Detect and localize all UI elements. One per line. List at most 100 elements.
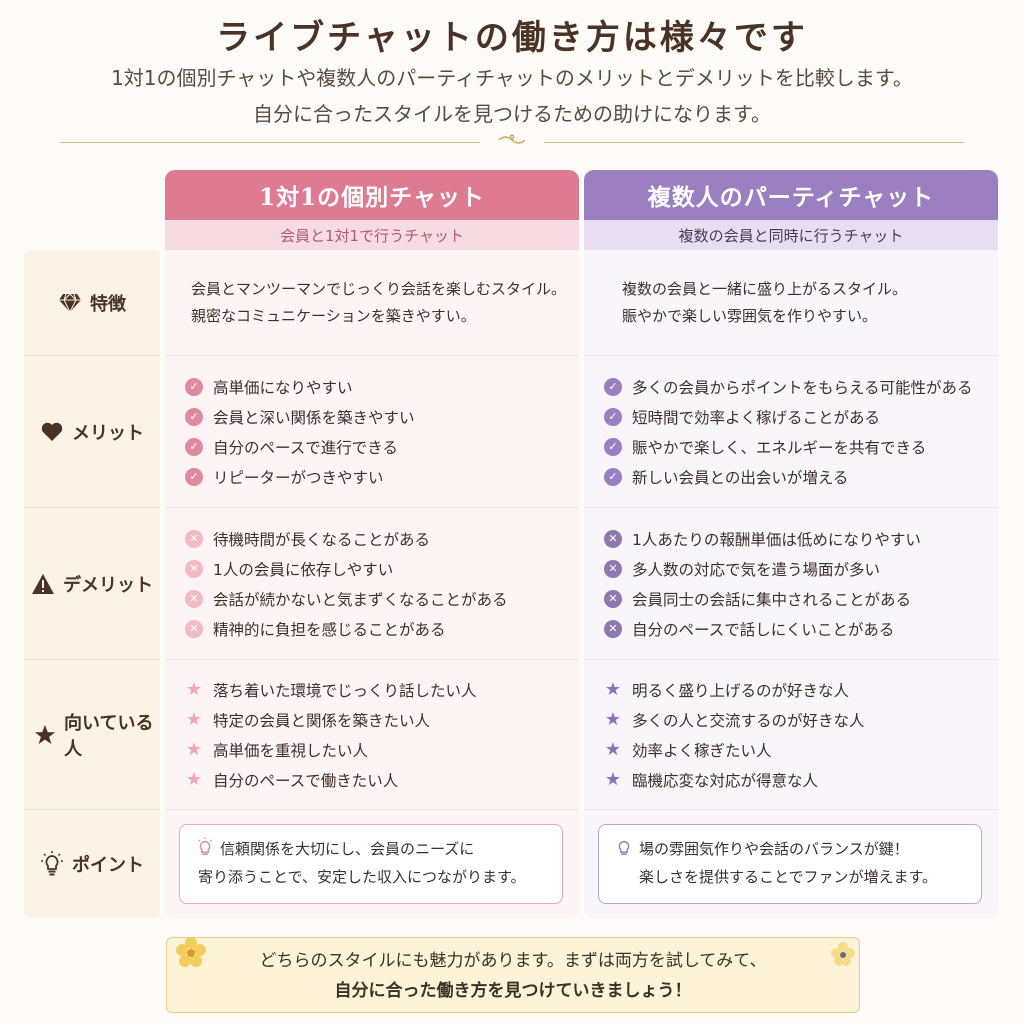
star-icon: ★ [185, 738, 203, 760]
individual-chat-column: 1対1の個別チャット 会員と1対1で行うチャット 会員とマンツーマンでじっくり会… [165, 170, 579, 918]
list-item: ★効率よく稼ぎたい人 [604, 738, 772, 760]
label-point: ポイント [24, 810, 160, 918]
list-item: ★臨機応変な対応が得意な人 [604, 768, 819, 790]
label-demerit: デメリット [24, 508, 160, 660]
list-item: ★落ち着いた環境でじっくり話したい人 [185, 678, 477, 700]
check-icon: ✓ [604, 377, 622, 396]
party-suitable-cell: ★明るく盛り上げるのが好きな人 ★多くの人と交流するのが好きな人 ★効率よく稼ぎ… [584, 660, 998, 810]
page-subtitle-line2: 自分に合ったスタイルを見つけるための助けになります。 [253, 102, 771, 126]
check-icon: ✓ [185, 437, 203, 456]
label-merit-text: メリット [72, 422, 144, 444]
list-item: ✕多人数の対応で気を遣う場面が多い [604, 554, 998, 584]
label-point-text: ポイント [72, 855, 144, 876]
footer-line1: どちらのスタイルにも魅力があります。まずは両方を試してみて、 [259, 951, 767, 971]
list-item: ✕会話が続かないと気まずくなることがある [185, 584, 579, 614]
footer-message-box: どちらのスタイルにも魅力があります。まずは両方を試してみて、 自分に合った働き方… [166, 937, 860, 1013]
row-labels-column: 特徴 メリット デメリット 向いている人 ポイント [24, 250, 160, 918]
individual-feature-line1: 会員とマンツーマンでじっくり会話を楽しむスタイル。 [191, 279, 567, 298]
cross-icon: ✕ [185, 619, 203, 638]
individual-chat-subtitle: 会員と1対1で行うチャット [165, 220, 579, 250]
cross-icon: ✕ [185, 529, 203, 548]
check-icon: ✓ [604, 467, 622, 486]
individual-point-line1: 信頼関係を大切にし、会員のニーズに [220, 840, 475, 858]
star-icon: ★ [604, 738, 622, 760]
party-point-line2: 楽しさを提供することでファンが増えます。 [639, 868, 938, 886]
party-chat-column: 複数人のパーティチャット 複数の会員と同時に行うチャット 複数の会員と一緒に盛り… [584, 170, 998, 918]
check-icon: ✓ [185, 467, 203, 486]
party-demerit-cell: ✕1人あたりの報酬単価は低めになりやすい ✕多人数の対応で気を遣う場面が多い ✕… [584, 508, 998, 660]
list-item: ★自分のペースで働きたい人 [185, 768, 399, 790]
check-icon: ✓ [604, 407, 622, 426]
diamond-icon [58, 291, 82, 315]
check-icon: ✓ [185, 407, 203, 426]
cross-icon: ✕ [185, 559, 203, 578]
list-item: ✕精神的に負担を感じることがある [185, 614, 579, 644]
star-icon: ★ [604, 678, 622, 700]
individual-point-line2: 寄り添うことで、安定した収入につながります。 [198, 868, 526, 886]
party-point-line1: 場の雰囲気作りや会話のバランスが鍵！ [639, 840, 909, 858]
cross-icon: ✕ [604, 619, 622, 638]
party-feature-cell: 複数の会員と一緒に盛り上がるスタイル。 賑やかで楽しい雰囲気を作りやすい。 [584, 250, 998, 356]
party-merit-cell: ✓多くの会員からポイントをもらえる可能性がある ✓短時間で効率よく稼げることがあ… [584, 356, 998, 508]
label-suitable-text: 向いている人 [64, 712, 154, 760]
list-item: ★明るく盛り上げるのが好きな人 [604, 678, 850, 700]
cross-icon: ✕ [604, 529, 622, 548]
lightbulb-icon [196, 837, 214, 868]
list-item: ✕待機時間が長くなることがある [185, 524, 579, 554]
list-item: ✓自分のペースで進行できる [185, 432, 579, 462]
list-item: ★高単価を重視したい人 [185, 738, 369, 760]
footer-line2: 自分に合った働き方を見つけていきましょう！ [334, 981, 692, 1001]
heart-icon [40, 420, 64, 444]
list-item: ✕1人の会員に依存しやすい [185, 554, 579, 584]
individual-feature-cell: 会員とマンツーマンでじっくり会話を楽しむスタイル。 親密なコミュニケーションを築… [165, 250, 579, 356]
individual-feature-line2: 親密なコミュニケーションを築きやすい。 [191, 306, 476, 325]
individual-suitable-cell: ★落ち着いた環境でじっくり話したい人 ★特定の会員と関係を築きたい人 ★高単価を… [165, 660, 579, 810]
star-icon: ★ [185, 768, 203, 790]
warning-icon [31, 572, 55, 596]
label-merit: メリット [24, 356, 160, 508]
party-feature-line1: 複数の会員と一緒に盛り上がるスタイル。 [622, 279, 908, 298]
list-item: ✕自分のペースで話しにくいことがある [604, 614, 998, 644]
list-item: ✓リピーターがつきやすい [185, 462, 579, 492]
check-icon: ✓ [604, 437, 622, 456]
individual-merit-cell: ✓高単価になりやすい ✓会員と深い関係を築きやすい ✓自分のペースで進行できる … [165, 356, 579, 508]
list-item: ✕会員同士の会話に集中されることがある [604, 584, 998, 614]
party-chat-title: 複数人のパーティチャット [584, 170, 998, 220]
flower-icon [829, 940, 857, 978]
title-divider [60, 134, 964, 148]
cross-icon: ✕ [604, 559, 622, 578]
individual-demerit-cell: ✕待機時間が長くなることがある ✕1人の会員に依存しやすい ✕会話が続かないと気… [165, 508, 579, 660]
label-demerit-text: デメリット [63, 574, 153, 596]
label-suitable: 向いている人 [24, 660, 160, 810]
flower-icon [173, 934, 209, 980]
list-item: ✓新しい会員との出会いが増える [604, 462, 998, 492]
party-point-cell: 場の雰囲気作りや会話のバランスが鍵！ 楽しさを提供することでファンが増えます。 [584, 810, 998, 918]
check-icon: ✓ [185, 377, 203, 396]
cross-icon: ✕ [185, 589, 203, 608]
list-item: ★特定の会員と関係を築きたい人 [185, 708, 431, 730]
lightbulb-icon [615, 837, 633, 868]
list-item: ✓高単価になりやすい [185, 372, 579, 402]
label-feature-text: 特徴 [90, 293, 126, 315]
list-item: ✓短時間で効率よく稼げることがある [604, 402, 998, 432]
star-icon: ★ [604, 708, 622, 730]
party-point-box: 場の雰囲気作りや会話のバランスが鍵！ 楽しさを提供することでファンが増えます。 [598, 824, 982, 904]
list-item: ★多くの人と交流するのが好きな人 [604, 708, 865, 730]
star-icon [34, 723, 56, 747]
lightbulb-icon [40, 851, 64, 876]
star-icon: ★ [185, 678, 203, 700]
page-subtitle-line1: 1対1の個別チャットや複数人のパーティチャットのメリットとデメリットを比較します… [111, 66, 913, 90]
list-item: ✓賑やかで楽しく、エネルギーを共有できる [604, 432, 998, 462]
list-item: ✓多くの会員からポイントをもらえる可能性がある [604, 372, 998, 402]
star-icon: ★ [604, 768, 622, 790]
individual-point-cell: 信頼関係を大切にし、会員のニーズに 寄り添うことで、安定した収入につながります。 [165, 810, 579, 918]
individual-chat-title: 1対1の個別チャット [165, 170, 579, 220]
ornament-icon [497, 134, 527, 150]
star-icon: ★ [185, 708, 203, 730]
label-feature: 特徴 [24, 250, 160, 356]
party-chat-subtitle: 複数の会員と同時に行うチャット [584, 220, 998, 250]
cross-icon: ✕ [604, 589, 622, 608]
list-item: ✕1人あたりの報酬単価は低めになりやすい [604, 524, 998, 554]
page-title: ライブチャットの働き方は様々です [216, 18, 808, 58]
party-feature-line2: 賑やかで楽しい雰囲気を作りやすい。 [622, 306, 878, 325]
